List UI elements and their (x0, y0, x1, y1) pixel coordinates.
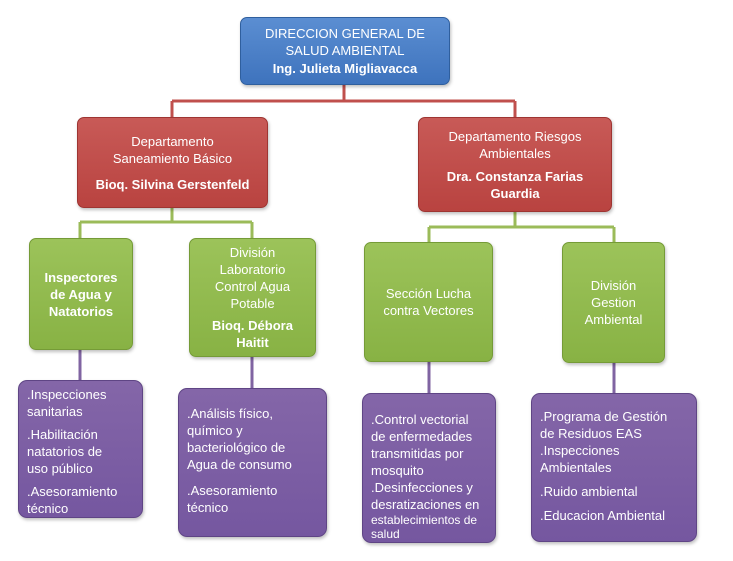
task-text: químico y (187, 423, 243, 438)
div2-line2: Laboratorio (219, 262, 286, 277)
task-desinfecciones: .Desinfecciones y desratizaciones en est… (371, 479, 489, 541)
task-text: Ambientales (540, 460, 612, 475)
director-box: DIRECCION GENERAL DE SALUD AMBIENTAL Ing… (240, 17, 450, 85)
div4-line2: Gestion (591, 295, 636, 310)
task-text: .Análisis físico, (187, 406, 273, 421)
task-text: de Residuos EAS (540, 426, 642, 441)
director-person: Ing. Julieta Migliavacca (272, 61, 418, 76)
div2-line3: Control Agua (214, 279, 291, 294)
task-text: salud (371, 527, 400, 541)
task-text: .Asesoramiento (187, 483, 278, 498)
div2-person-line2: Haitit (236, 335, 269, 350)
task-text: .Programa de Gestión (540, 409, 668, 424)
dept-right-title-line1: Departamento Riesgos (448, 128, 582, 144)
task-text: transmitidas por (371, 446, 464, 461)
div-inspectores-box: Inspectores de Agua y Natatorios (29, 238, 133, 350)
dept-left-person: Bioq. Silvina Gerstenfeld (95, 176, 250, 192)
div1-line2: de Agua y (50, 286, 112, 302)
dept-right-person-line2: Guardia (490, 185, 540, 201)
div-laboratorio-box: División Laboratorio Control Agua Potabl… (189, 238, 316, 357)
dept-saneamiento-box: Departamento Saneamiento Básico Bioq. Si… (77, 117, 268, 208)
task-asesoramiento-tecnico: .Asesoramiento técnico (187, 482, 320, 516)
task-text: .Inspecciones (27, 387, 107, 402)
tasks-inspectores-box: .Inspecciones sanitarias .Habilitación n… (18, 380, 143, 518)
task-control-vectorial: .Control vectorial de enfermedades trans… (371, 411, 489, 479)
dept-riesgos-box: Departamento Riesgos Ambientales Dra. Co… (418, 117, 612, 212)
task-text: Agua de consumo (187, 457, 292, 472)
task-text: .Inspecciones (540, 443, 620, 458)
task-text: .Desinfecciones y (371, 480, 473, 495)
task-text: .Asesoramiento (27, 484, 118, 499)
director-title-line2: SALUD AMBIENTAL (285, 43, 405, 58)
task-text: .Control vectorial (371, 412, 469, 427)
dept-right-title-line2: Ambientales (479, 145, 551, 161)
task-text: .Habilitación (27, 427, 98, 442)
div3-line2: contra Vectores (383, 303, 474, 318)
task-asesoramiento-tecnico: .Asesoramiento técnico (27, 483, 136, 517)
div-vectores-box: Sección Lucha contra Vectores (364, 242, 493, 362)
div2-line4: Potable (230, 296, 275, 311)
div2-line1: División (229, 245, 276, 260)
dept-right-person-line1: Dra. Constanza Farias (446, 168, 584, 184)
task-text: sanitarias (27, 404, 83, 419)
task-text: técnico (27, 501, 69, 516)
task-inspecciones-ambientales: .Inspecciones Ambientales (540, 442, 690, 476)
task-text: natatorios de (27, 444, 103, 459)
task-ruido-ambiental: .Ruido ambiental (540, 484, 638, 499)
director-title-line1: DIRECCION GENERAL DE (265, 26, 425, 41)
div1-line3: Natatorios (48, 303, 114, 319)
task-analisis-agua: .Análisis físico, químico y bacteriológi… (187, 405, 320, 473)
task-text: establecimientos de (371, 513, 478, 527)
tasks-laboratorio-box: .Análisis físico, químico y bacteriológi… (178, 388, 327, 537)
task-educacion-ambiental: .Educacion Ambiental (540, 508, 666, 523)
dept-left-title-line1: Departamento (131, 133, 214, 149)
task-text: de enfermedades (371, 429, 473, 444)
tasks-gestion-box: .Programa de Gestión de Residuos EAS .In… (531, 393, 697, 542)
div4-line3: Ambiental (584, 312, 643, 327)
div4-line1: División (590, 278, 637, 293)
task-text: mosquito (371, 463, 424, 478)
div-gestion-box: División Gestion Ambiental (562, 242, 665, 363)
task-programa-residuos: .Programa de Gestión de Residuos EAS (540, 408, 690, 442)
div1-line1: Inspectores (44, 269, 118, 285)
task-text: bacteriológico de (187, 440, 286, 455)
task-text: técnico (187, 500, 229, 515)
task-inspecciones-sanitarias: .Inspecciones sanitarias (27, 386, 136, 420)
task-habilitacion-natatorios: .Habilitación natatorios de uso público (27, 426, 136, 477)
div3-line1: Sección Lucha (385, 286, 472, 301)
task-text: desratizaciones en (371, 497, 480, 512)
tasks-vectores-box: .Control vectorial de enfermedades trans… (362, 393, 496, 543)
task-text: uso público (27, 461, 93, 476)
div2-person-line1: Bioq. Débora (212, 318, 293, 333)
dept-left-title-line2: Saneamiento Básico (112, 150, 233, 166)
